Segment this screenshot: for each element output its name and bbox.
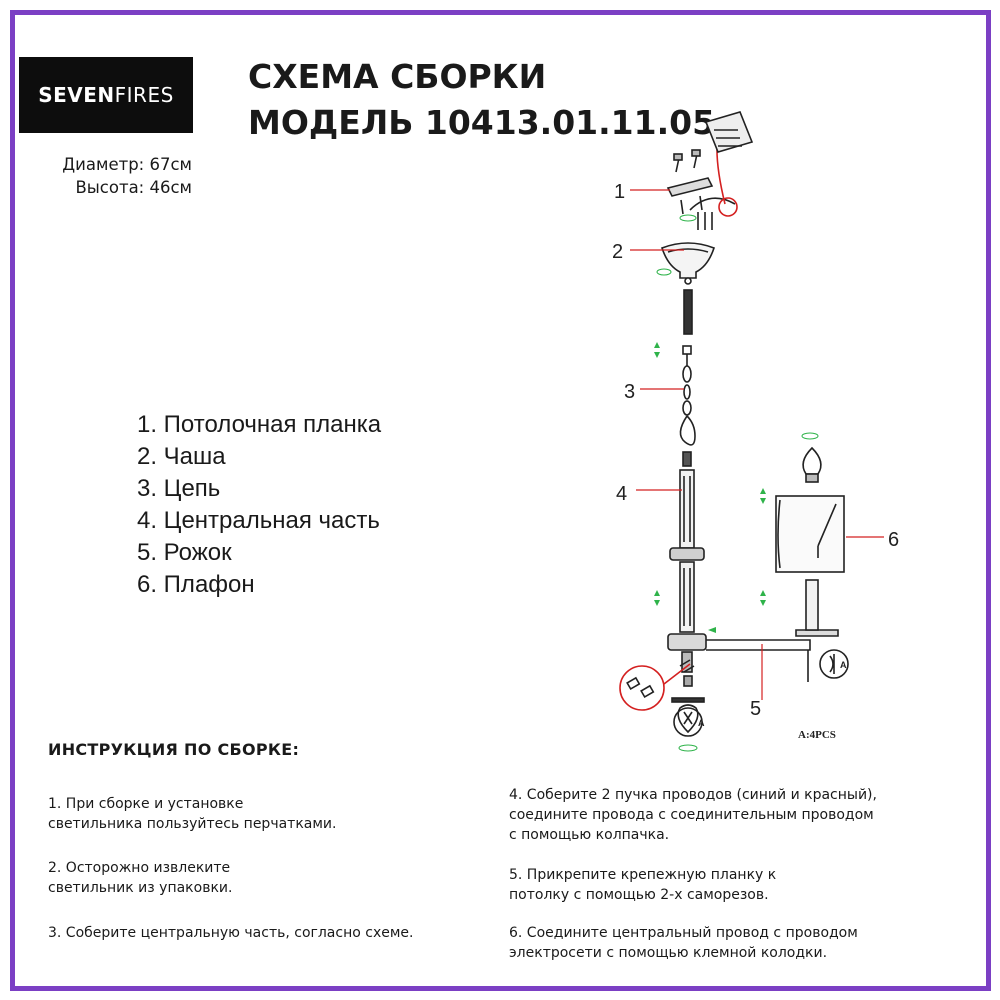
bulb-marker-label: A (840, 660, 847, 670)
chain-drawing (679, 345, 696, 446)
finial-marker-label: A (698, 718, 705, 728)
instruction-line: потолку с помощью 2-х саморезов. (509, 887, 769, 903)
bulb-drawing (802, 446, 822, 483)
canopy-drawing (660, 242, 716, 285)
direction-arrows (654, 214, 819, 752)
connector-inset-drawing (619, 659, 695, 711)
instruction-line: соедините провода с соединительным прово… (509, 807, 874, 823)
finial-drawing (671, 675, 705, 737)
callout-3: 3 (624, 381, 635, 403)
instruction-step-4: 4. Соберите 2 пучка проводов (синий и кр… (509, 785, 877, 845)
logo-text-light: FIRES (114, 83, 174, 107)
dimensions: Диаметр: 67см Высота: 46см (62, 153, 192, 199)
instruction-line: 2. Осторожно извлеките (48, 860, 231, 876)
instruction-line: с помощью колпачка. (509, 827, 670, 843)
wiring-inset-drawing (704, 111, 754, 217)
central-column-drawing (667, 451, 707, 673)
instruction-line: светильника пользуйтесь перчатками. (48, 816, 337, 832)
logo-text-bold: SEVEN (38, 83, 115, 107)
shade-drawing (775, 495, 845, 573)
instruction-line: 3. Соберите центральную часть, согласно … (48, 925, 414, 941)
title-line-1: СХЕМА СБОРКИ (248, 57, 547, 96)
instructions-heading: ИНСТРУКЦИЯ ПО СБОРКЕ: (48, 740, 300, 759)
instruction-step-5: 5. Прикрепите крепежную планку к потолку… (509, 865, 776, 905)
callout-6: 6 (888, 529, 899, 551)
instruction-line: 5. Прикрепите крепежную планку к (509, 867, 777, 883)
parts-list-item: 3. Цепь (137, 475, 221, 502)
assembly-diagram: 1 2 3 4 5 6 A:4PCS A A (612, 111, 899, 752)
parts-list: 1. Потолочная планка 2. Чаша 3. Цепь 4. … (137, 409, 381, 601)
instruction-step-1: 1. При сборке и установке светильника по… (48, 794, 336, 834)
instruction-line: светильник из упаковки. (48, 880, 233, 896)
parts-list-item: 2. Чаша (137, 443, 226, 470)
callout-5: 5 (750, 698, 761, 720)
diameter-label: Диаметр: 67см (62, 155, 192, 174)
instruction-step-2: 2. Осторожно извлеките светильник из упа… (48, 858, 232, 898)
ceiling-plate-drawing (666, 149, 736, 230)
arm-drawing (706, 579, 839, 682)
parts-list-item: 6. Плафон (137, 571, 255, 598)
instruction-step-3: 3. Соберите центральную часть, согласно … (48, 923, 413, 943)
height-label: Высота: 46см (75, 178, 192, 197)
bulb-marker-drawing (819, 649, 849, 679)
title-line-2: МОДЕЛЬ 10413.01.11.05 (248, 103, 716, 142)
parts-list-item: 1. Потолочная планка (137, 411, 382, 438)
instruction-line: электросети с помощью клемной колодки. (509, 945, 828, 961)
instruction-step-6: 6. Соедините центральный провод с провод… (509, 923, 858, 963)
quantity-note: A:4PCS (798, 729, 836, 741)
instruction-line: 6. Соедините центральный провод с провод… (509, 925, 858, 941)
page-title: СХЕМА СБОРКИ МОДЕЛЬ 10413.01.11.05 (248, 54, 715, 146)
rod-drawing (683, 289, 693, 335)
instruction-line: 4. Соберите 2 пучка проводов (синий и кр… (509, 787, 877, 803)
callout-2: 2 (612, 241, 623, 263)
leader-lines (630, 189, 884, 700)
callout-4: 4 (616, 483, 627, 505)
callout-1: 1 (614, 181, 625, 203)
parts-list-item: 5. Рожок (137, 539, 232, 566)
instruction-line: 1. При сборке и установке (48, 796, 244, 812)
parts-list-item: 4. Центральная часть (137, 507, 380, 534)
